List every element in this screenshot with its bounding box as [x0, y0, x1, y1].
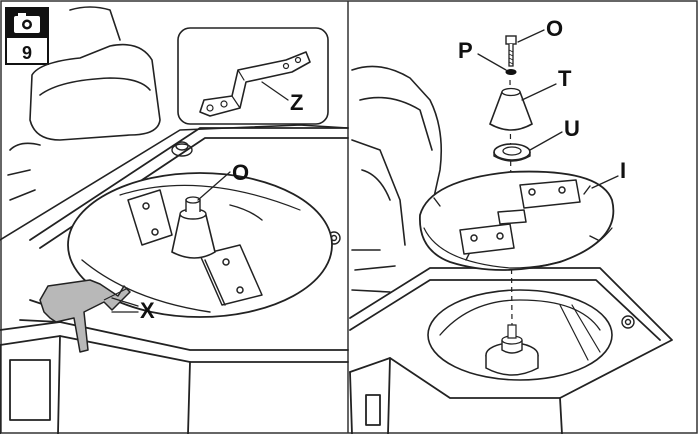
- bracket-tool-x: [39, 279, 131, 353]
- step-badge: 9: [5, 7, 49, 65]
- cutting-disc-installed: [67, 172, 333, 318]
- label-p: P: [458, 38, 473, 63]
- washer-p: [505, 69, 517, 75]
- step-number: 9: [22, 43, 32, 63]
- shaft-bowl: [427, 289, 613, 381]
- blade-plate: [127, 189, 263, 306]
- label-z: Z: [290, 90, 303, 115]
- camera-icon: [14, 13, 40, 33]
- blade-plate-exploded: [459, 179, 581, 255]
- cone-t: [489, 87, 533, 131]
- left-callouts: O X Z: [111, 81, 303, 323]
- platform-right: [349, 267, 673, 434]
- left-panel: 9: [0, 6, 349, 434]
- label-t: T: [558, 66, 572, 91]
- label-i: I: [620, 158, 626, 183]
- label-o-left: O: [232, 160, 249, 185]
- label-o-right: O: [546, 16, 563, 41]
- center-cone-installed: [171, 196, 216, 259]
- washer-u: [493, 143, 531, 162]
- machine-housing-right: [351, 65, 443, 293]
- right-callouts: O P T U I: [458, 16, 626, 189]
- cutting-disc-exploded: [419, 170, 615, 271]
- inset-box: [177, 27, 329, 125]
- label-u: U: [564, 116, 580, 141]
- housing-bolts-right: [621, 315, 635, 329]
- bracket-z: [199, 51, 311, 117]
- bolt-o: [505, 35, 517, 67]
- label-x: X: [140, 298, 155, 323]
- right-panel: O P T U I: [349, 16, 673, 434]
